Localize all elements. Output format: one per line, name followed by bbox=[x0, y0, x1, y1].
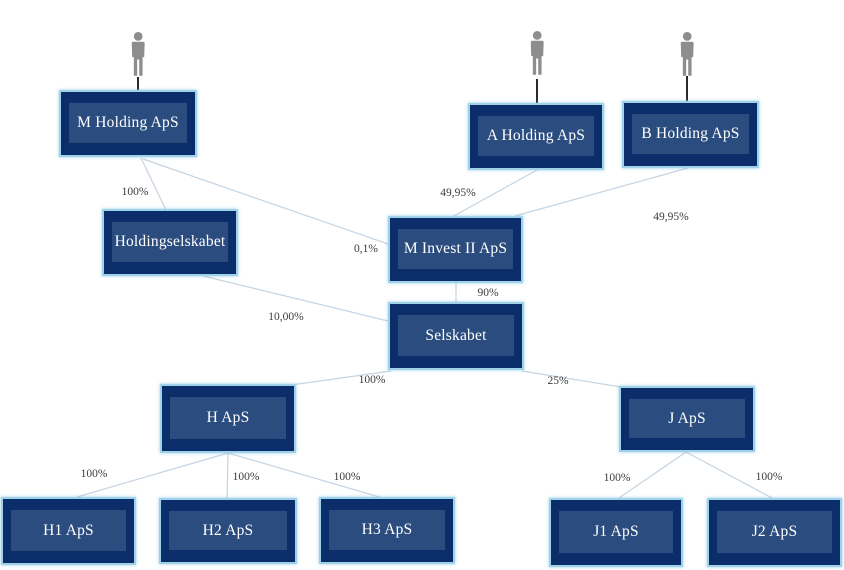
person-icon bbox=[680, 32, 694, 76]
node-label: H1 ApS bbox=[11, 510, 126, 551]
edge-mholding-minvest bbox=[142, 158, 389, 245]
node-label: H2 ApS bbox=[169, 511, 287, 550]
ownership-percent: 90% bbox=[477, 287, 499, 299]
node-label: H ApS bbox=[170, 397, 286, 439]
node-label: J1 ApS bbox=[559, 511, 673, 553]
node-selskabet: Selskabet bbox=[388, 302, 524, 370]
node-a-holding: A Holding ApS bbox=[468, 103, 604, 170]
edge-aholding-minvest bbox=[451, 169, 538, 218]
node-h1-aps: H1 ApS bbox=[1, 497, 136, 565]
node-h-aps: H ApS bbox=[160, 384, 296, 453]
node-h3-aps: H3 ApS bbox=[319, 497, 455, 564]
node-label: B Holding ApS bbox=[632, 114, 749, 154]
node-label: J2 ApS bbox=[717, 511, 832, 553]
ownership-percent: 49,95% bbox=[440, 187, 476, 199]
ownership-percent: 100% bbox=[755, 471, 783, 483]
node-label: J ApS bbox=[629, 399, 745, 438]
ownership-percent: 10,00% bbox=[268, 311, 304, 323]
edge-selskabet-h bbox=[290, 370, 392, 386]
person-icon bbox=[530, 31, 544, 75]
edge-h-h2 bbox=[226, 452, 229, 500]
ownership-percent: 100% bbox=[603, 472, 631, 484]
ownership-percent: 0,1% bbox=[354, 243, 378, 255]
edge-bholding-minvest bbox=[514, 167, 689, 217]
node-j1-aps: J1 ApS bbox=[549, 498, 683, 567]
ownership-percent: 100% bbox=[121, 186, 149, 198]
node-m-holding: M Holding ApS bbox=[59, 90, 197, 157]
node-m-invest-ii: M Invest II ApS bbox=[388, 216, 523, 283]
edge-h-h3 bbox=[227, 452, 384, 499]
node-label: H3 ApS bbox=[329, 510, 445, 550]
node-holdingselskabet: Holdingselskabet bbox=[102, 209, 238, 276]
edge-h-h1 bbox=[76, 452, 229, 498]
node-label: M Invest II ApS bbox=[398, 229, 513, 269]
node-label: Selskabet bbox=[398, 315, 514, 356]
node-b-holding: B Holding ApS bbox=[622, 101, 759, 168]
node-label: A Holding ApS bbox=[478, 116, 594, 156]
ownership-percent: 100% bbox=[358, 374, 386, 386]
node-label: Holdingselskabet bbox=[112, 222, 228, 262]
ownership-percent: 100% bbox=[232, 471, 260, 483]
edge-holdingselskabet-selskabet bbox=[202, 275, 389, 322]
ownership-percent: 25% bbox=[547, 375, 569, 387]
ownership-percent: 100% bbox=[333, 471, 361, 483]
edge-selskabet-j bbox=[521, 370, 622, 388]
node-j-aps: J ApS bbox=[619, 386, 755, 452]
node-label: M Holding ApS bbox=[69, 103, 187, 143]
ownership-percent: 49,95% bbox=[653, 211, 689, 223]
ownership-percent: 100% bbox=[80, 468, 108, 480]
edge-mholding-holdingselskabet bbox=[140, 157, 167, 211]
person-icon bbox=[131, 32, 145, 76]
node-j2-aps: J2 ApS bbox=[707, 498, 842, 567]
edge-j-j1 bbox=[618, 451, 687, 499]
edge-j-j2 bbox=[685, 451, 773, 499]
node-h2-aps: H2 ApS bbox=[159, 498, 297, 564]
